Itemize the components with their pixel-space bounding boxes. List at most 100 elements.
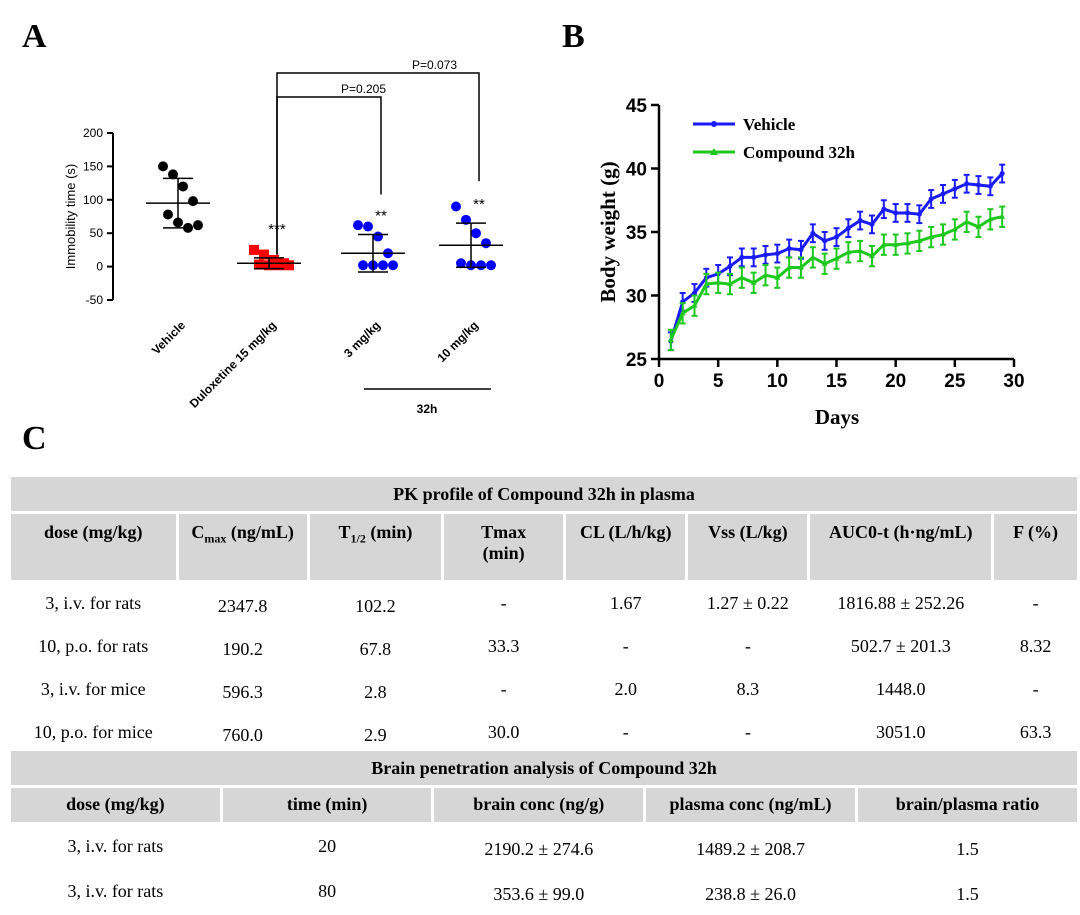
brain-cell: 2190.2 ± 274.6	[484, 838, 594, 859]
pk-cell: 1816.88 ± 252.26	[837, 592, 965, 613]
b-legend-marker	[710, 148, 718, 155]
b-point	[774, 274, 781, 280]
b-point	[845, 225, 851, 231]
b-point	[880, 241, 887, 247]
pk-cell: -	[1032, 678, 1039, 699]
b-point	[916, 211, 922, 217]
pk-cell: 10, p.o. for rats	[38, 635, 149, 656]
brain-cell: 3, i.v. for rats	[67, 880, 164, 901]
b-point	[763, 252, 768, 258]
brain-table-row: 3, i.v. for rats 20 2190.2 ± 274.6 1489.2 ±…	[11, 825, 1077, 867]
b-point	[928, 196, 934, 202]
a-point	[274, 260, 284, 271]
b-x-tick-label: 10	[767, 371, 788, 392]
b-point	[727, 263, 733, 269]
a-y-tick-label: 0	[96, 260, 103, 274]
a-point	[249, 244, 259, 255]
pk-cell: 2.8	[364, 681, 387, 702]
b-point	[750, 279, 757, 285]
b-y-tick-label: 35	[626, 223, 648, 244]
a-point	[158, 161, 168, 172]
b-point	[786, 264, 793, 270]
b-point	[987, 216, 994, 222]
b-point	[738, 274, 745, 280]
pk-header-f: F (%)	[994, 514, 1077, 580]
b-point	[810, 230, 816, 236]
pk-table-title: PK profile of Compound 32h in plasma	[11, 477, 1077, 511]
b-point	[751, 254, 757, 260]
brain-cell: 1.5	[956, 883, 979, 904]
b-point	[928, 234, 935, 240]
a-point	[254, 259, 264, 270]
pk-cell: 10, p.o. for mice	[33, 721, 153, 742]
b-point	[833, 255, 840, 261]
a-bracket-label: P=0.205	[341, 82, 386, 96]
a-point	[269, 254, 279, 265]
pk-header-tmax: Tmax(min)	[444, 514, 564, 580]
a-point	[451, 201, 461, 212]
b-point	[904, 240, 911, 246]
a-point	[353, 220, 363, 231]
pk-cell: -	[1032, 592, 1039, 613]
a-point	[471, 228, 481, 239]
pk-header-thalf: T1/2 (min)	[309, 514, 442, 580]
b-x-tick-label: 15	[826, 371, 848, 392]
pk-cell: 30.0	[487, 721, 520, 742]
pk-cell: 2.9	[364, 724, 387, 745]
brain-cell: 1489.2 ± 208.7	[696, 838, 805, 859]
b-point	[786, 246, 792, 252]
brain-cell: 353.6 ± 99.0	[493, 883, 585, 904]
b-point	[987, 183, 993, 189]
a-y-tick-label: 50	[90, 226, 104, 240]
brain-cell: 1.5	[956, 838, 979, 859]
b-point	[892, 241, 899, 247]
b-point	[845, 249, 852, 255]
panel-letter-b: B	[562, 18, 585, 55]
a-point	[481, 238, 491, 249]
b-point	[893, 210, 899, 216]
b-legend-marker	[711, 121, 717, 127]
b-point	[679, 310, 686, 316]
a-category-label: Duloxetine 15 mg/kg	[187, 318, 279, 410]
b-point	[703, 281, 710, 287]
a-point	[486, 260, 496, 271]
pk-header-auc: AUC0-t (h·ng/mL)	[810, 514, 992, 580]
b-point	[999, 171, 1005, 177]
a-category-label: 3 mg/kg	[341, 318, 383, 360]
a-point	[363, 221, 373, 232]
pk-cell: -	[744, 721, 751, 742]
a-point	[193, 220, 203, 231]
b-point	[774, 251, 780, 257]
pk-cell: 190.2	[222, 638, 263, 659]
b-y-tick-label: 40	[626, 160, 647, 181]
b-point	[762, 272, 769, 278]
pk-cell: 1448.0	[876, 678, 926, 699]
b-y-axis-label: Body weight (g)	[596, 161, 620, 302]
brain-cell: 238.8 ± 26.0	[705, 883, 796, 904]
b-legend-label: Vehicle	[743, 115, 796, 134]
b-point	[798, 247, 804, 253]
a-point	[378, 260, 388, 271]
pk-cell: 596.3	[222, 681, 263, 702]
b-y-tick-label: 25	[626, 350, 648, 371]
a-category-label: Vehicle	[149, 318, 188, 357]
a-point	[358, 260, 368, 271]
b-point	[952, 186, 958, 192]
b-point	[798, 264, 804, 270]
brain-cell: 20	[318, 835, 337, 856]
brain-cell: 3, i.v. for rats	[67, 835, 164, 856]
a-point	[456, 258, 466, 269]
b-point	[667, 336, 674, 342]
a-point	[163, 209, 173, 220]
b-point	[940, 191, 946, 197]
a-point	[461, 214, 471, 225]
pk-cell: 8.32	[1019, 635, 1052, 656]
b-point	[963, 218, 970, 224]
a-bracket	[276, 72, 480, 255]
b-point	[869, 253, 875, 259]
b-x-tick-label: 20	[885, 371, 906, 392]
a-point	[476, 260, 486, 271]
